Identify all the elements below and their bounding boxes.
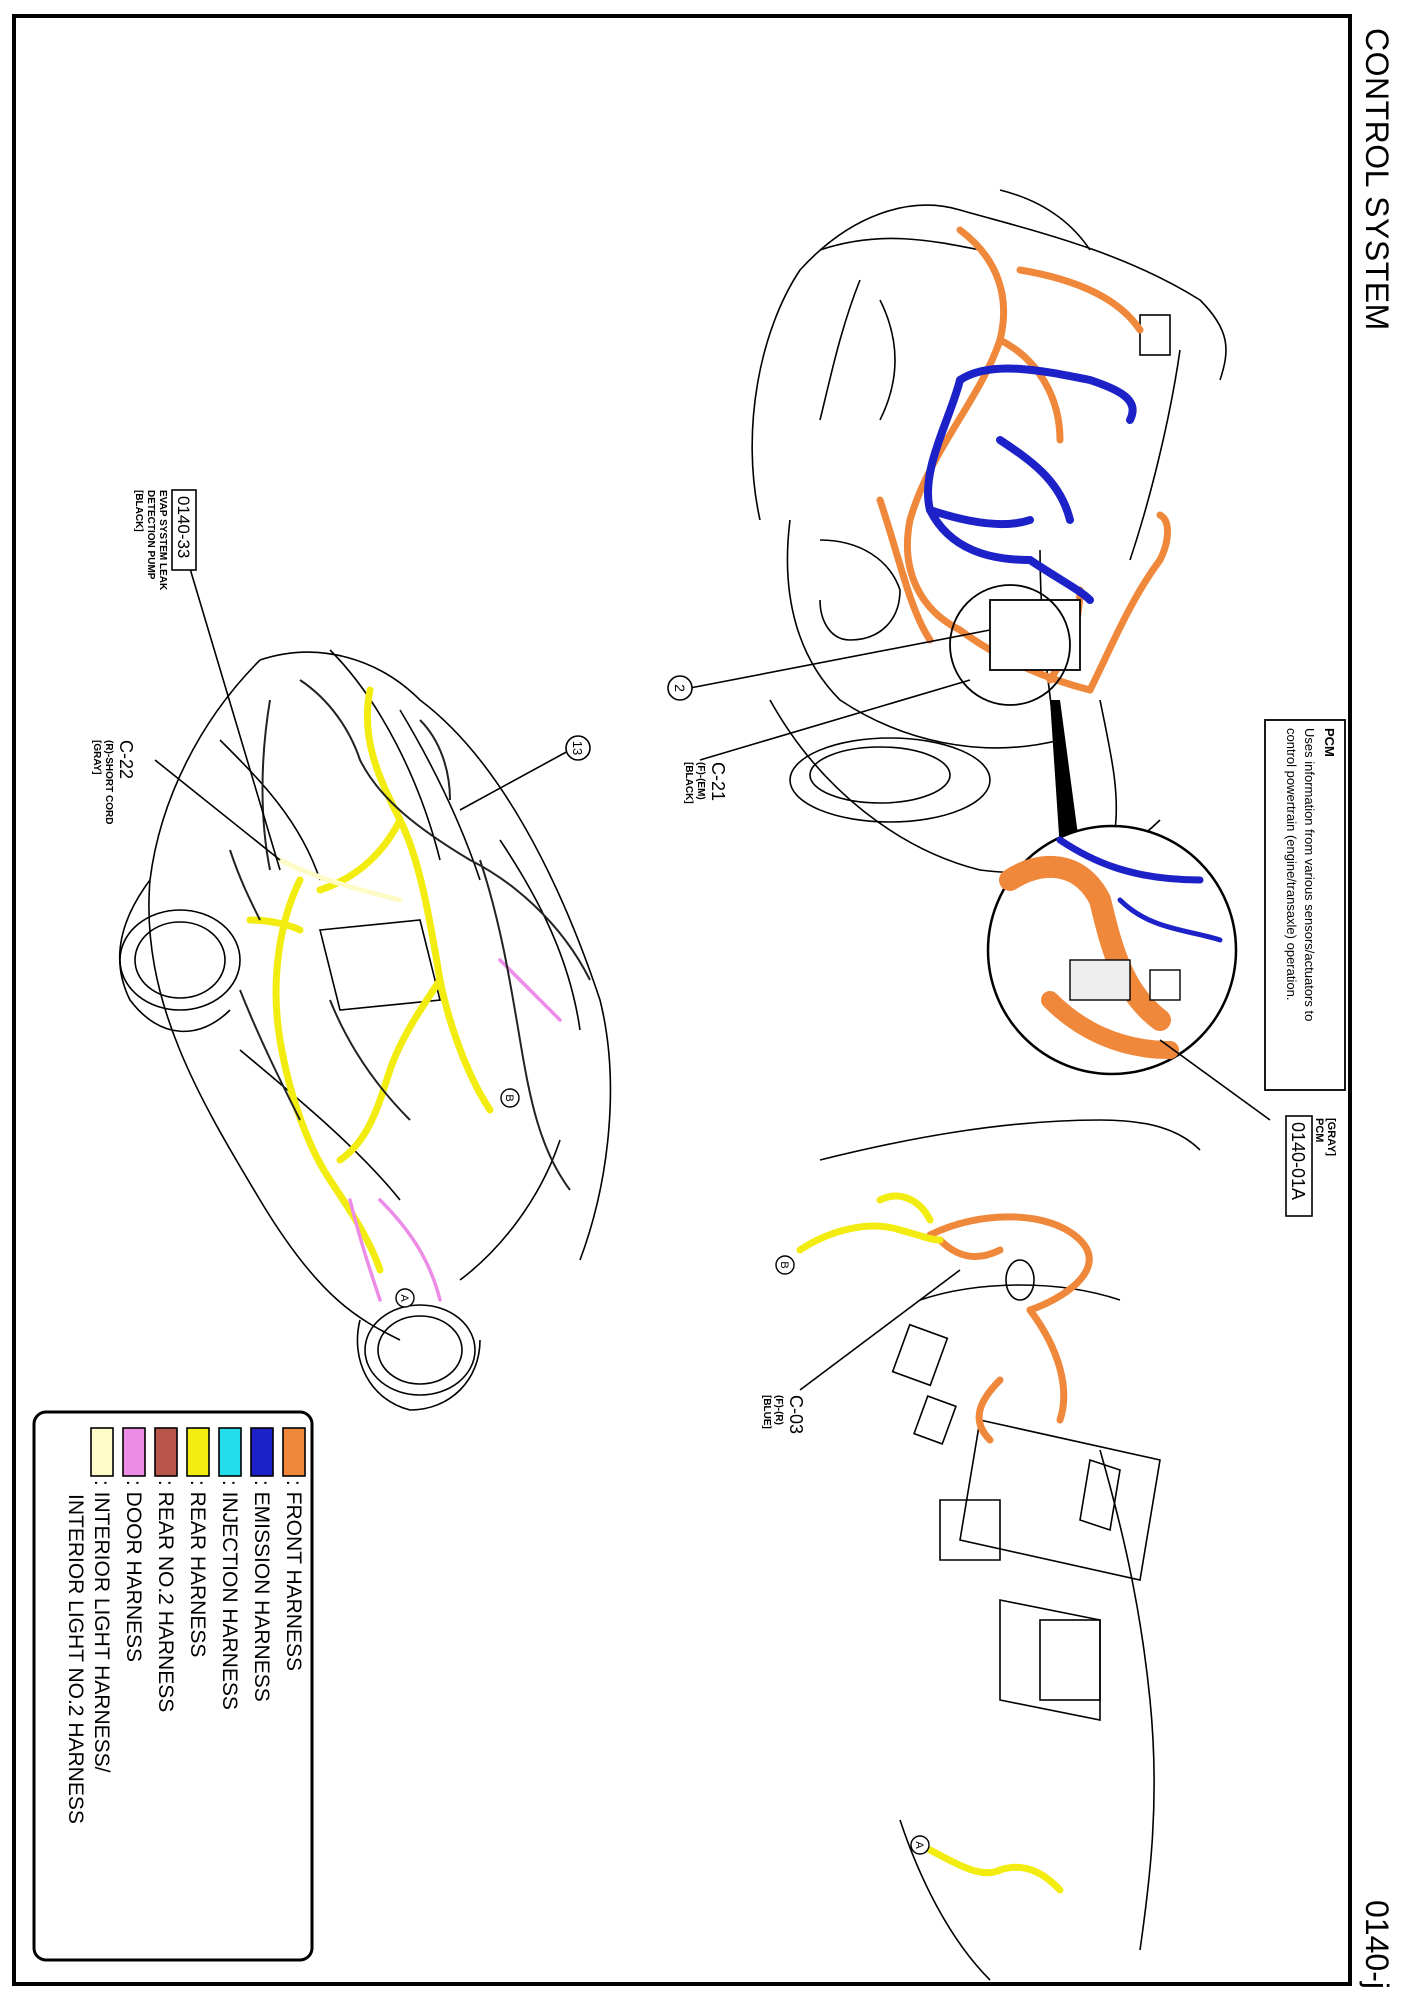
legend-swatch-4 bbox=[154, 1427, 178, 1477]
interior-light-harness-body bbox=[277, 857, 403, 903]
c03-code: C-03 bbox=[786, 1395, 806, 1434]
pcm-note-line1: Uses information from various sensors/ac… bbox=[1302, 728, 1317, 1021]
legend-label-2: : INJECTION HARNESS bbox=[218, 1480, 241, 1710]
circle-ref-a-cabin: A bbox=[910, 1835, 930, 1855]
circle-ref-13: 13 bbox=[565, 735, 591, 761]
front-harness-cabin bbox=[926, 1213, 1093, 1444]
rear-harness-cabin bbox=[796, 1192, 1064, 1894]
ref-2-label: 2 bbox=[672, 684, 688, 692]
emission-harness-engine bbox=[924, 364, 1137, 604]
c21-desc: (F)-(EM) bbox=[695, 762, 706, 800]
c03-desc: (F)-(R) bbox=[773, 1395, 784, 1425]
ref-a-body-label: A bbox=[398, 1294, 410, 1302]
pcm-connector-code: 0140-01A bbox=[1288, 1122, 1308, 1200]
circle-ref-a-body: A bbox=[395, 1288, 415, 1308]
pcm-note-title: PCM bbox=[1322, 728, 1337, 757]
evap-pump-line3: [BLACK] bbox=[133, 490, 144, 532]
pcm-zoom-inset bbox=[986, 700, 1238, 1076]
pcm-note-box: PCM Uses information from various sensor… bbox=[1264, 719, 1346, 1091]
cabin-illustration bbox=[819, 1119, 1201, 1981]
engine-bay-illustration bbox=[751, 189, 1227, 874]
c22-label: C-22 (R)-SHORT CORD [GRAY] bbox=[91, 740, 136, 824]
legend-swatch-2 bbox=[218, 1427, 242, 1477]
cabin-leader-lines bbox=[799, 1269, 961, 1391]
legend-label-6-line2: INTERIOR LIGHT NO.2 HARNESS bbox=[64, 1494, 87, 1824]
circle-ref-b-cabin: B bbox=[775, 1255, 795, 1275]
c22-color: [GRAY] bbox=[91, 740, 102, 775]
pcm-connector-label: [GRAY] PCM 0140-01A bbox=[1285, 1115, 1337, 1217]
c21-color: [BLACK] bbox=[683, 762, 694, 804]
door-harness-body bbox=[348, 958, 562, 1302]
legend: : FRONT HARNESS : EMISSION HARNESS : INJEC… bbox=[32, 1410, 314, 1962]
pcm-unit bbox=[949, 584, 1081, 706]
c21-code: C-21 bbox=[708, 762, 728, 801]
front-harness-engine bbox=[876, 226, 1171, 694]
circle-ref-2: 2 bbox=[667, 675, 693, 701]
legend-label-3: : REAR HARNESS bbox=[186, 1480, 209, 1657]
legend-swatch-6 bbox=[90, 1427, 114, 1477]
body-leader-lines bbox=[154, 534, 571, 871]
black-harness-body bbox=[229, 679, 591, 1191]
ref-b-cabin-label: B bbox=[778, 1261, 790, 1268]
legend-swatch-3 bbox=[186, 1427, 210, 1477]
legend-label-1: : EMISSION HARNESS bbox=[250, 1480, 273, 1702]
pcm-connector-color: [GRAY] bbox=[1325, 1118, 1337, 1156]
legend-label-5: : DOOR HARNESS bbox=[122, 1480, 145, 1662]
pcm-connector-name: PCM bbox=[1313, 1118, 1325, 1142]
evap-pump-line1: EVAP SYSTEM LEAK bbox=[157, 490, 168, 591]
ref-b-body-label: B bbox=[503, 1094, 515, 1101]
legend-label-0: : FRONT HARNESS bbox=[282, 1480, 305, 1671]
evap-pump-line2: DETECTION PUMP bbox=[145, 490, 156, 580]
c03-label: C-03 (F)-(R) [BLUE] bbox=[761, 1395, 806, 1434]
c21-label: C-21 (F)-(EM) [BLACK] bbox=[683, 762, 728, 804]
circle-ref-b-body: B bbox=[500, 1088, 520, 1108]
page-border bbox=[12, 14, 1352, 1986]
evap-pump-code: 0140-33 bbox=[174, 496, 193, 558]
c22-code: C-22 bbox=[116, 740, 136, 779]
legend-label-6: : INTERIOR LIGHT HARNESS/ bbox=[90, 1480, 113, 1773]
ref-a-cabin-label: A bbox=[913, 1841, 925, 1849]
c22-desc: (R)-SHORT CORD bbox=[103, 740, 114, 824]
ref-13-label: 13 bbox=[570, 741, 585, 755]
evap-pump-label: 0140-33 EVAP SYSTEM LEAK DETECTION PUMP … bbox=[133, 489, 197, 591]
engine-leader-lines bbox=[689, 629, 1271, 1121]
legend-swatch-1 bbox=[250, 1427, 274, 1477]
legend-swatch-0 bbox=[282, 1427, 306, 1477]
pcm-note-line2: control powertrain (engine/transaxle) op… bbox=[1284, 728, 1299, 1000]
vehicle-body-illustration bbox=[118, 649, 612, 1411]
c03-color: [BLUE] bbox=[761, 1395, 772, 1429]
legend-label-4: : REAR NO.2 HARNESS bbox=[154, 1480, 177, 1712]
legend-swatch-5 bbox=[122, 1427, 146, 1477]
